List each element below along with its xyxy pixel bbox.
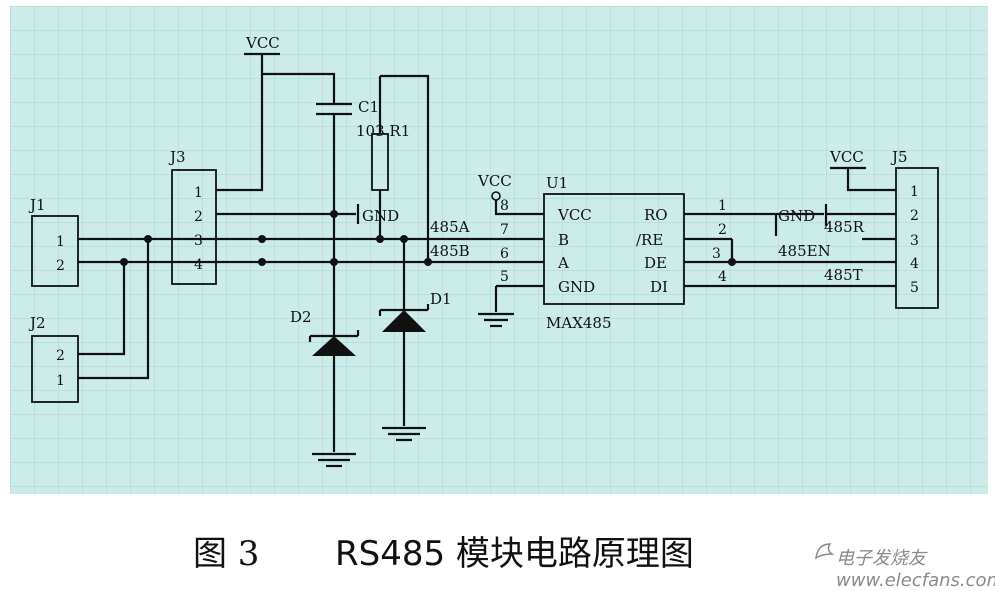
- u1-pin-3: 3: [712, 246, 721, 262]
- diode-d1-label: D1: [430, 290, 452, 308]
- j2-pin-2: 2: [56, 348, 65, 364]
- watermark: 电子发烧友 www.elecfans.com: [836, 548, 995, 591]
- j2-pin-1: 1: [56, 373, 65, 389]
- diode-d1: [378, 304, 430, 332]
- u1-pin-6: 6: [500, 246, 509, 262]
- watermark-logo-icon: [815, 543, 835, 560]
- resistor-r1: [371, 133, 389, 191]
- u1-pin-gnd: GND: [558, 278, 595, 296]
- j3-pin-3: 3: [194, 233, 203, 249]
- u1-pin-vcc: VCC: [557, 206, 592, 224]
- diode-d2: [308, 330, 360, 356]
- vcc-terminal-icon: [491, 191, 501, 201]
- connector-j3: J3 1 2 3 4: [168, 148, 217, 285]
- j1-pin-2: 2: [56, 258, 65, 274]
- j1-label: J1: [28, 196, 46, 214]
- u1-pin-a: A: [557, 254, 569, 272]
- j5-pin-3: 3: [910, 233, 919, 249]
- schematic-diagram: J1 1 2 J2 2 1 J3 1 2 3 4: [10, 6, 988, 494]
- connector-j2: J2 2 1: [28, 314, 79, 403]
- connector-j5: J5 1 2 3 4 5: [890, 148, 939, 309]
- j2-label: J2: [28, 314, 46, 332]
- u1-label: U1: [546, 174, 568, 192]
- u1-pin-7: 7: [500, 222, 509, 238]
- figure-title: RS485 模块电路原理图: [335, 534, 694, 574]
- u1-pin-5: 5: [500, 269, 509, 285]
- u1-pin-8: 8: [500, 198, 509, 214]
- junction-dots: [120, 210, 736, 266]
- u1-pin-b: B: [558, 231, 569, 249]
- resistor-r1-label: 103 R1: [356, 122, 410, 140]
- j5-label: J5: [890, 148, 908, 166]
- u1-pin-de: DE: [644, 254, 667, 272]
- net-label-485r: 485R: [824, 218, 865, 236]
- j5-pin-2: 2: [910, 208, 919, 224]
- j1-pin-1: 1: [56, 234, 65, 250]
- capacitor-c1-label: C1: [358, 98, 379, 116]
- net-label-485t: 485T: [824, 266, 863, 284]
- vcc-label-u1: VCC: [477, 172, 512, 190]
- u1-part-label: MAX485: [546, 314, 612, 332]
- u1-pin-re: /RE: [636, 231, 663, 249]
- j3-label: J3: [168, 148, 186, 166]
- j5-pin-5: 5: [910, 280, 919, 296]
- wires: [78, 52, 896, 468]
- j3-pin-4: 4: [194, 257, 203, 273]
- j5-pin-4: 4: [910, 256, 919, 272]
- u1-pin-ro: RO: [644, 206, 668, 224]
- u1-pin-4: 4: [718, 269, 727, 285]
- j3-pin-2: 2: [194, 209, 203, 225]
- u1-pin-di: DI: [650, 278, 668, 296]
- net-label-485en: 485EN: [778, 242, 831, 260]
- vcc-label-j5: VCC: [829, 148, 864, 166]
- gnd-label-ro: GND: [778, 207, 815, 225]
- figure-number: 图 3: [193, 534, 260, 574]
- net-label-485a: 485A: [430, 218, 470, 236]
- diode-d2-label: D2: [290, 308, 312, 326]
- j5-pin-1: 1: [910, 184, 919, 200]
- net-label-485b: 485B: [430, 242, 470, 260]
- gnd-label-j3: GND: [362, 207, 399, 225]
- u1-pin-2: 2: [718, 222, 727, 238]
- figure-caption: 图 3 RS485 模块电路原理图 电子发烧友 www.elecfans.com: [0, 514, 995, 591]
- connector-j1: J1 1 2: [28, 196, 79, 287]
- j3-pin-1: 1: [194, 185, 203, 201]
- ic-u1: U1 MAX485 8 7 6 5 VCC B A GND RO /RE DE …: [500, 174, 727, 332]
- vcc-label-top: VCC: [245, 34, 280, 52]
- u1-pin-1: 1: [718, 198, 727, 214]
